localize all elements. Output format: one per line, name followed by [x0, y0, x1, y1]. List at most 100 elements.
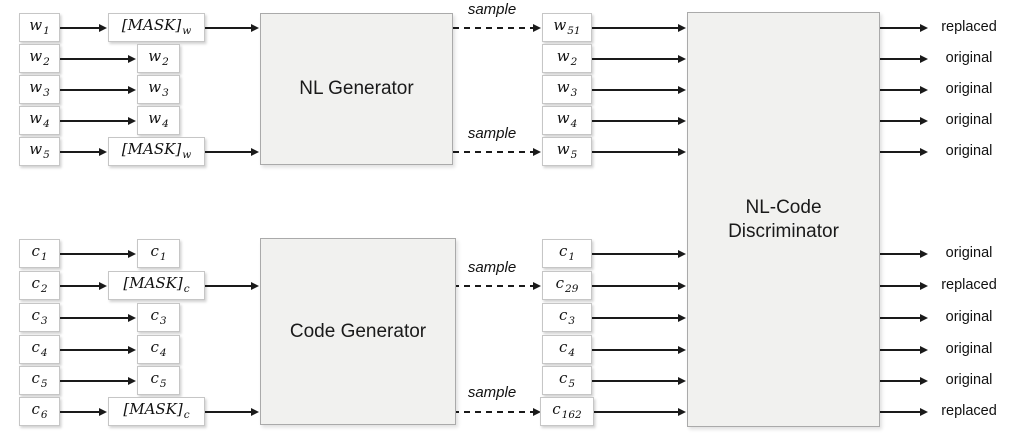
- flow-arrow: [592, 147, 686, 156]
- sample-label: sample: [467, 125, 517, 142]
- flow-arrow: [205, 147, 259, 156]
- token-label: [MASK]c: [123, 400, 190, 422]
- masked-token-box: [MASK]w: [108, 13, 205, 42]
- flow-arrow: [880, 23, 928, 32]
- flow-arrow: [592, 23, 686, 32]
- masked-token-box: c1: [137, 239, 180, 268]
- flow-arrow: [205, 407, 259, 416]
- token-label: c162: [552, 400, 582, 422]
- nl-generator-label: NL Generator: [299, 78, 414, 99]
- input-token-box: w5: [19, 137, 60, 166]
- flow-arrow: [880, 345, 928, 354]
- token-label: [MASK]c: [123, 274, 190, 296]
- flow-arrow: [880, 281, 928, 290]
- token-label: c2: [31, 274, 48, 296]
- sampled-token-box: c1: [542, 239, 592, 268]
- input-token-box: c5: [19, 366, 60, 395]
- sample-dashed-arrow: [453, 23, 541, 32]
- flow-arrow: [592, 249, 686, 258]
- sample-dashed-arrow: [453, 407, 541, 416]
- output-label: replaced: [941, 277, 997, 293]
- token-label: w3: [29, 78, 50, 100]
- token-label: [MASK]w: [121, 140, 192, 162]
- input-token-box: c4: [19, 335, 60, 364]
- sample-label: sample: [467, 259, 517, 276]
- flow-arrow: [880, 85, 928, 94]
- sampled-token-box: c3: [542, 303, 592, 332]
- token-label: w5: [556, 140, 578, 162]
- flow-arrow: [60, 54, 136, 63]
- input-token-box: w1: [19, 13, 60, 42]
- flow-arrow: [592, 54, 686, 63]
- sampled-token-box: c5: [542, 366, 592, 395]
- output-label: original: [945, 341, 993, 357]
- flow-arrow: [594, 407, 686, 416]
- sample-label: sample: [467, 384, 517, 401]
- output-label: original: [945, 81, 993, 97]
- token-label: w51: [553, 16, 581, 38]
- flow-arrow: [60, 116, 136, 125]
- masked-token-box: c5: [137, 366, 180, 395]
- flow-arrow: [60, 376, 136, 385]
- token-label: c5: [558, 369, 576, 391]
- token-label: c4: [150, 338, 167, 360]
- flow-arrow: [60, 23, 107, 32]
- flow-arrow: [592, 345, 686, 354]
- token-label: [MASK]w: [121, 16, 192, 38]
- token-label: w2: [556, 47, 578, 69]
- flow-arrow: [592, 281, 686, 290]
- output-label: original: [945, 143, 993, 159]
- code-generator-block: Code Generator: [260, 238, 456, 425]
- sampled-token-box: w3: [542, 75, 592, 104]
- token-label: w1: [29, 16, 50, 38]
- output-label: original: [945, 309, 993, 325]
- token-label: c3: [31, 306, 48, 328]
- token-label: w4: [148, 109, 169, 131]
- masked-token-box: c3: [137, 303, 180, 332]
- flow-arrow: [592, 313, 686, 322]
- token-label: w4: [29, 109, 50, 131]
- masked-token-box: w2: [137, 44, 180, 73]
- masked-token-box: [MASK]c: [108, 271, 205, 300]
- discriminator-label-line1: NL-Code: [745, 196, 822, 218]
- flow-arrow: [60, 313, 136, 322]
- flow-arrow: [880, 376, 928, 385]
- sample-label: sample: [467, 1, 517, 18]
- token-label: c1: [150, 242, 167, 264]
- token-label: w2: [148, 47, 169, 69]
- output-label: replaced: [941, 403, 997, 419]
- flow-arrow: [60, 281, 107, 290]
- token-label: c1: [558, 242, 576, 264]
- token-label: w4: [556, 109, 578, 131]
- token-label: w5: [29, 140, 50, 162]
- output-label: replaced: [941, 19, 997, 35]
- output-label: original: [945, 50, 993, 66]
- output-label: original: [945, 245, 993, 261]
- input-token-box: c6: [19, 397, 60, 426]
- sample-dashed-arrow: [453, 281, 541, 290]
- token-label: c6: [31, 400, 48, 422]
- flow-arrow: [592, 85, 686, 94]
- sampled-token-box: w4: [542, 106, 592, 135]
- masked-token-box: [MASK]c: [108, 397, 205, 426]
- token-label: c5: [150, 369, 167, 391]
- sampled-token-box: w5: [542, 137, 592, 166]
- flow-arrow: [60, 85, 136, 94]
- input-token-box: w2: [19, 44, 60, 73]
- token-label: c3: [150, 306, 167, 328]
- token-label: c5: [31, 369, 48, 391]
- flow-arrow: [592, 376, 686, 385]
- token-label: c4: [558, 338, 576, 360]
- flow-arrow: [60, 407, 107, 416]
- flow-arrow: [205, 281, 259, 290]
- flow-arrow: [60, 249, 136, 258]
- masked-token-box: c4: [137, 335, 180, 364]
- token-label: c29: [555, 274, 579, 296]
- output-label: original: [945, 112, 993, 128]
- code-generator-label: Code Generator: [289, 320, 427, 342]
- input-token-box: c3: [19, 303, 60, 332]
- flow-arrow: [60, 345, 136, 354]
- sample-dashed-arrow: [453, 147, 541, 156]
- flow-arrow: [880, 407, 928, 416]
